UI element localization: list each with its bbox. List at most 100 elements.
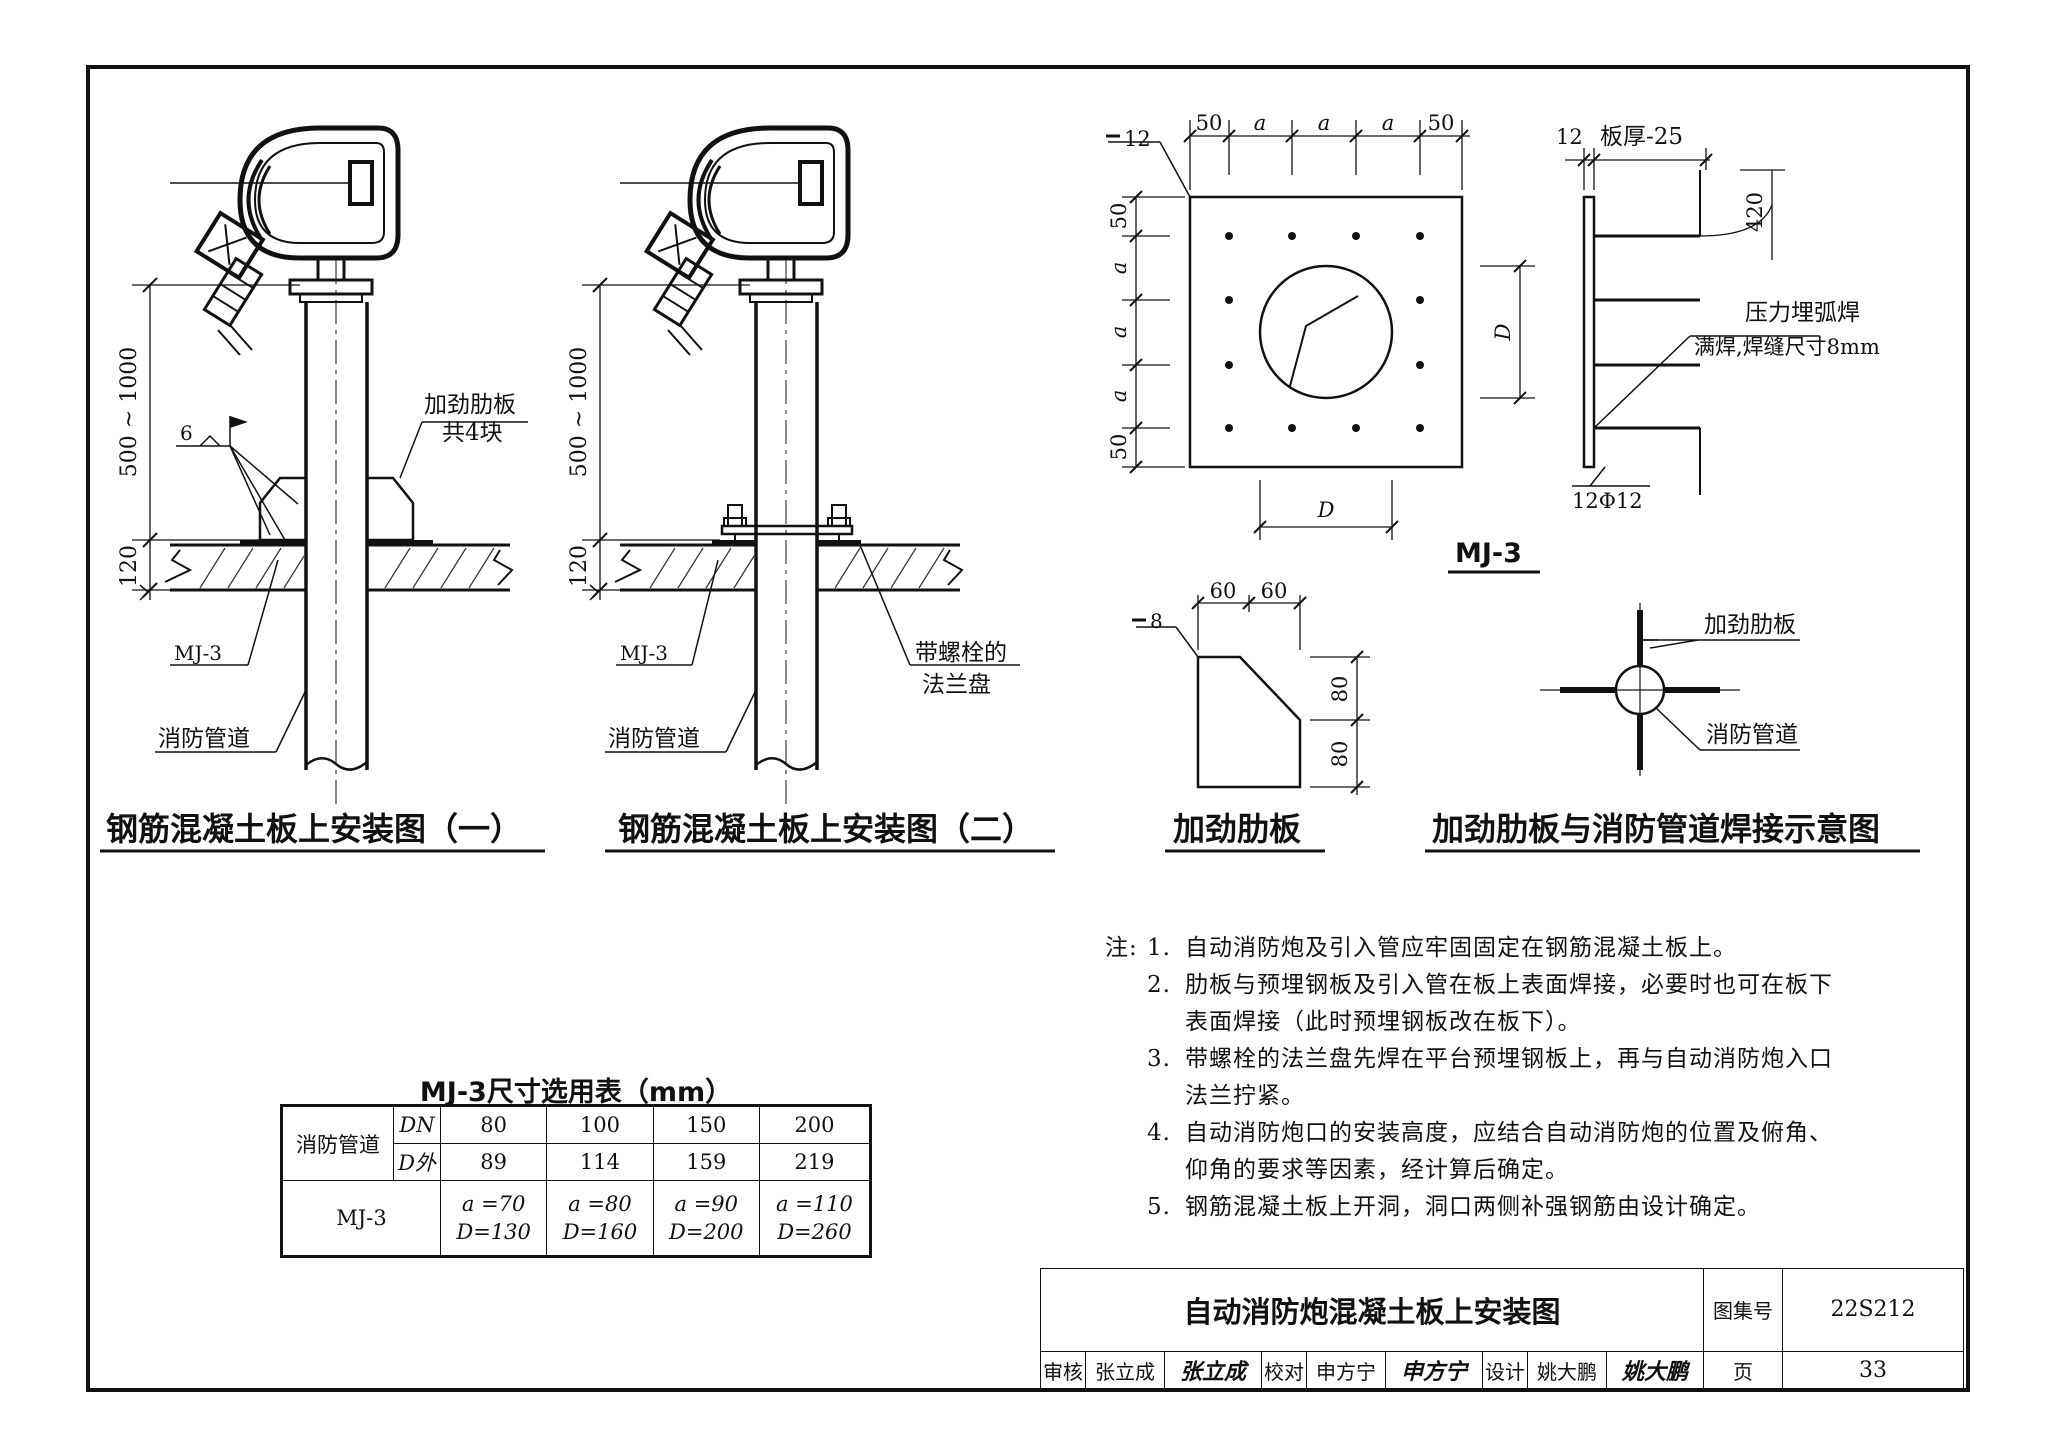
view-2-installation: 500 ~ 1000 120 MJ-3 带螺栓的 法兰盘 消防管道 钢筋混凝土板…	[567, 125, 1055, 853]
v2-flange-label-2: 法兰盘	[922, 672, 991, 698]
note-number: 1.	[1147, 935, 1171, 961]
note-item-1: 注: 1. 自动消防炮及引入管应牢固固定在钢筋混凝土板上。	[1105, 930, 1985, 967]
mj3-dia-horizontal: D	[1317, 498, 1335, 522]
mj3-left-dim-1: 50	[1107, 203, 1131, 230]
concrete-slab	[614, 540, 964, 592]
weld-pipe-label: 消防管道	[1706, 722, 1798, 748]
designer-name: 姚大鹏	[1527, 1350, 1607, 1391]
rib-thk: 8	[1150, 609, 1163, 633]
note-text: 钢筋混凝土板上开洞，洞口两侧补强钢筋由设计确定。	[1185, 1194, 1761, 1220]
note-item-3: 3. 带螺栓的法兰盘先焊在平台预埋钢板上，再与自动消防炮入口	[1105, 1041, 1985, 1078]
mj3-side-slab: 板厚-25	[1600, 124, 1683, 150]
check-label: 校对	[1261, 1350, 1307, 1391]
mj3-spec-table: MJ-3尺寸选用表（mm） 消防管道 DN 80 100 150 200 D外 …	[280, 1070, 872, 1258]
v1-rib-label-1: 加劲肋板	[424, 392, 516, 418]
spec-a-cell: a =70	[461, 1192, 526, 1216]
spec-d-cell: D=160	[562, 1220, 638, 1244]
spec-row-group: 消防管道	[281, 1105, 394, 1181]
note-text: 自动消防炮口的安装高度，应结合自动消防炮的位置及俯角、	[1185, 1120, 1833, 1146]
note-item-2: 2. 肋板与预埋钢板及引入管在板上表面焊接，必要时也可在板下	[1105, 967, 1985, 1004]
note-item-4: 4. 自动消防炮口的安装高度，应结合自动消防炮的位置及俯角、	[1105, 1115, 1985, 1152]
mj3-bars: 12Φ12	[1572, 489, 1643, 513]
mj3-label: MJ-3	[1455, 538, 1522, 569]
view-1-installation: 500 ~ 1000 120 6 加劲肋板 共4块 MJ-3 消防管道 钢筋混凝…	[100, 125, 545, 853]
mj3-top-dim-2: a	[1254, 111, 1267, 135]
bolted-flange	[720, 504, 854, 540]
designer-signature: 姚大鹏	[1606, 1350, 1704, 1391]
atlas-label: 图集号	[1703, 1268, 1783, 1352]
mj3-top-dim-4: a	[1382, 111, 1395, 135]
spec-d-cell: D=260	[777, 1220, 852, 1244]
v2-flange-label-1: 带螺栓的	[915, 640, 1007, 666]
v1-dim-height: 500 ~ 1000	[117, 347, 142, 477]
spec-dn-cell: 200	[758, 1105, 872, 1144]
mj3-left-dim-3: a	[1107, 326, 1131, 339]
spec-dn-cell: 80	[439, 1105, 548, 1144]
v1-embed-label: MJ-3	[174, 641, 222, 665]
mj3-left-dim-5: 50	[1107, 434, 1131, 461]
notes-block: 注: 1. 自动消防炮及引入管应牢固固定在钢筋混凝土板上。 2. 肋板与预埋钢板…	[1105, 930, 1985, 1226]
mj3-embedded-plate: 50 a a a 50 50 a a a 50 12 D	[1106, 111, 1540, 574]
spec-d-cell: D=130	[456, 1220, 531, 1244]
spec-dout-cell: 219	[758, 1143, 872, 1181]
spec-dout-label: D外	[393, 1143, 441, 1181]
note-number: 3.	[1147, 1046, 1171, 1072]
v1-rib-label-2: 共4块	[442, 420, 503, 446]
page-label: 页	[1703, 1350, 1783, 1391]
v2-pipe-label: 消防管道	[608, 726, 700, 752]
reviewer-name: 张立成	[1085, 1350, 1165, 1391]
spec-dn-cell: 150	[652, 1105, 760, 1144]
note-number: 4.	[1147, 1120, 1171, 1146]
mj3-weld-note-1: 压力埋弧焊	[1745, 300, 1860, 326]
mj3-left-dim-4: a	[1107, 390, 1131, 403]
mj3-pipe-hole	[1258, 264, 1394, 400]
spec-dout-cell: 114	[546, 1143, 654, 1181]
v2-dim-height: 500 ~ 1000	[567, 347, 592, 477]
note-text: 带螺栓的法兰盘先焊在平台预埋钢板上，再与自动消防炮入口	[1185, 1046, 1833, 1072]
mj3-top-dim-1: 50	[1196, 111, 1223, 135]
note-item-5: 5. 钢筋混凝土板上开洞，洞口两侧补强钢筋由设计确定。	[1105, 1189, 1985, 1226]
rib-side-dim-1: 80	[1328, 676, 1352, 703]
checker-signature: 申方宁	[1385, 1350, 1483, 1391]
weld-title: 加劲肋板与消防管道焊接示意图	[1432, 810, 1880, 848]
spec-a-cell: a =80	[568, 1192, 632, 1216]
mj3-plate-thk: 12	[1124, 127, 1151, 151]
v1-title: 钢筋混凝土板上安装图（一）	[106, 810, 522, 848]
mj3-dia-vertical: D	[1491, 323, 1515, 341]
mj3-side-plate	[1582, 195, 1596, 469]
spec-d-cell: D=200	[669, 1220, 744, 1244]
rib-plate: 60 60 80 80 8 加劲肋板	[1132, 579, 1370, 853]
rib-title: 加劲肋板	[1173, 810, 1301, 848]
rib-plate-outline	[1196, 655, 1302, 789]
note-number: 2.	[1147, 972, 1171, 998]
mj3-side-section: 压力埋弧焊 满焊,焊缝尺寸8mm 12 板厚-25 420 12Φ12	[1556, 124, 1880, 513]
v2-embed-label: MJ-3	[620, 641, 668, 665]
note-text: 表面焊接（此时预埋钢板改在板下）。	[1185, 1009, 1582, 1035]
rib-top-dim-1: 60	[1210, 579, 1237, 603]
v2-title: 钢筋混凝土板上安装图（二）	[618, 810, 1034, 848]
mj3-side-thk: 12	[1556, 125, 1583, 149]
mj3-top-dim-3: a	[1318, 111, 1331, 135]
spec-mj-label: MJ-3	[281, 1180, 441, 1257]
v2-dim-slab: 120	[567, 545, 592, 587]
atlas-number: 22S212	[1782, 1268, 1964, 1352]
stiffener-rib-right	[367, 476, 415, 542]
rib-top-dim-2: 60	[1261, 579, 1288, 603]
mj3-top-dim-5: 50	[1428, 111, 1455, 135]
spec-dout-cell: 89	[439, 1143, 548, 1181]
weld-schematic: 加劲肋板 消防管道 加劲肋板与消防管道焊接示意图	[1425, 603, 1920, 853]
spec-dn-label: DN	[393, 1105, 441, 1144]
page-number: 33	[1782, 1350, 1964, 1391]
mj3-left-dim-2: a	[1107, 262, 1131, 275]
sheet-frame	[86, 65, 1970, 1392]
note-text: 法兰拧紧。	[1185, 1083, 1305, 1109]
title-block: 自动消防炮混凝土板上安装图 图集号 22S212 审核 张立成 张立成 校对 申…	[1040, 1268, 1964, 1391]
mj3-weld-note-2: 满焊,焊缝尺寸8mm	[1694, 335, 1880, 359]
v1-dim-slab: 120	[117, 545, 142, 587]
checker-name: 申方宁	[1306, 1350, 1386, 1391]
note-text: 自动消防炮及引入管应牢固固定在钢筋混凝土板上。	[1185, 935, 1737, 961]
review-label: 审核	[1040, 1350, 1086, 1391]
v1-weld-size: 6	[180, 421, 193, 445]
notes-lead: 注:	[1105, 935, 1138, 961]
